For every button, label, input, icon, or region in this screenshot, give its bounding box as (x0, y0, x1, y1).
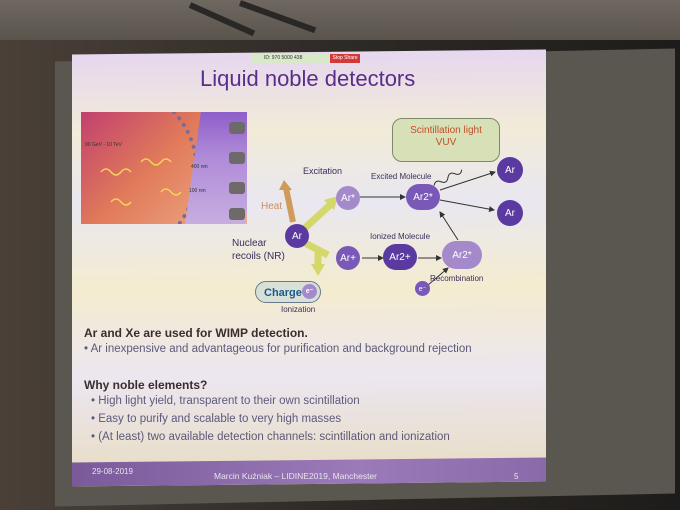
footer-date: 29-08-2019 (92, 467, 133, 476)
ar-node: Ar (497, 157, 523, 183)
screen-share-bar: ID: 970 5000 438 Stop Share (252, 54, 360, 63)
slide-title: Liquid noble detectors (200, 66, 416, 91)
bullet-item: • High light yield, transparent to their… (91, 395, 360, 407)
bullet-item: • Ar inexpensive and advantageous for pu… (84, 343, 472, 355)
pmt-icon (229, 182, 245, 194)
footer-page-number: 5 (514, 472, 519, 481)
wimp-heading: Ar and Xe are used for WIMP detection. (84, 326, 308, 340)
nuclear-recoils-label: recoils (NR) (232, 251, 285, 262)
excitation-label: Excitation (303, 166, 343, 176)
ionization-label: Ionization (281, 305, 316, 314)
why-noble-heading: Why noble elements? (84, 378, 208, 392)
wavelength-label: 100 nm (189, 188, 206, 194)
electron-node: e⁻ (302, 284, 317, 299)
charge-box: Charge e⁻ (255, 281, 321, 303)
excited-molecule-label: Excited Molecule (371, 172, 432, 181)
bullet-item: • (At least) two available detection cha… (91, 431, 450, 443)
charge-label: Charge (264, 287, 302, 299)
ar-ion-node: Ar+ (336, 246, 360, 270)
pmt-icon (229, 208, 245, 220)
nuclear-recoils-label: Nuclear (232, 238, 267, 249)
ar2-ion-node: Ar2+ (383, 244, 417, 270)
ionized-molecule-label: Ionized Molecule (370, 232, 431, 241)
electron-node: e⁻ (415, 281, 430, 296)
ar-node: Ar (285, 224, 309, 248)
ar-node: Ar (497, 200, 523, 226)
scintillation-light-box: Scintillation light VUV (392, 118, 500, 162)
footer-author: Marcin Kuźniak – LIDINE2019, Manchester (214, 471, 377, 481)
pmt-icon (229, 122, 245, 134)
ar-excited-node: Ar* (336, 186, 360, 210)
photon-wave-icon (100, 158, 182, 206)
meeting-id: ID: 970 5000 438 (264, 55, 303, 61)
ar2-excited-node: Ar2* (406, 184, 440, 210)
stop-share-button[interactable]: Stop Share (330, 54, 360, 63)
recombination-label: Recombination (430, 274, 484, 283)
ar2-excited-node-b: Ar2* (442, 241, 482, 269)
vuv-label: VUV (435, 137, 457, 148)
bullet-item: • Easy to purify and scalable to very hi… (91, 413, 342, 425)
pmt-icon (229, 152, 245, 164)
scintillation-light-label: Scintillation light (410, 125, 482, 136)
wavelength-label: 400 nm (191, 164, 208, 170)
heat-label: Heat (261, 201, 283, 212)
detector-illustration: 90 GeV - 10 TeV 400 nm 100 nm (81, 112, 247, 224)
energy-label: 90 GeV - 10 TeV (85, 142, 122, 148)
